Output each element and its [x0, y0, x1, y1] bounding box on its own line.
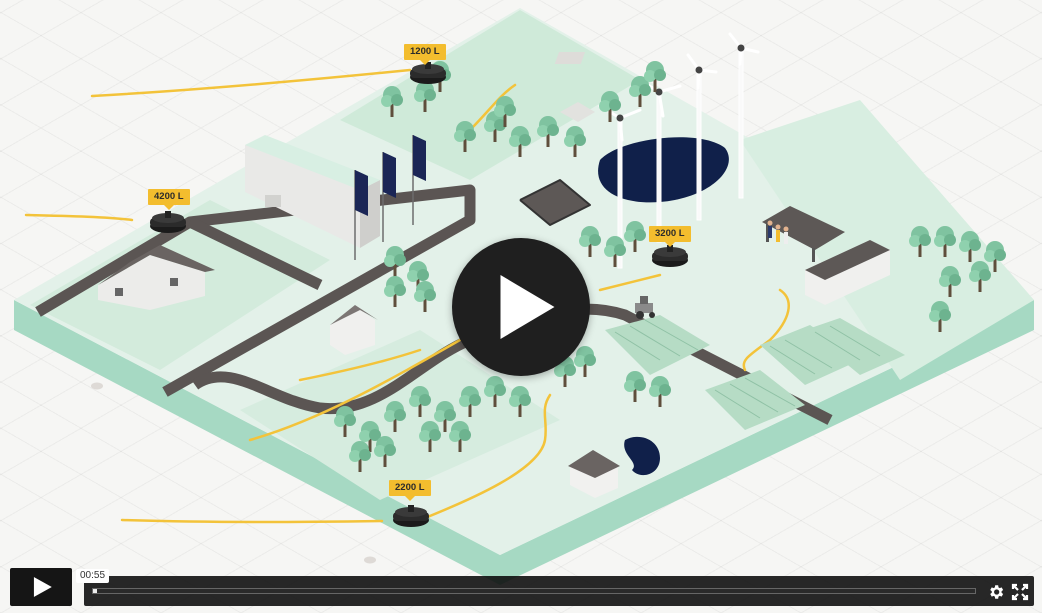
play-icon — [33, 577, 52, 597]
small-house — [330, 305, 378, 355]
lake — [598, 137, 729, 203]
pipes — [24, 68, 790, 524]
tank-label-3200: 3200 L — [649, 226, 691, 246]
pump-house — [568, 450, 620, 498]
tractor — [635, 296, 655, 319]
tank-label-1200: 1200 L — [404, 44, 446, 64]
row-houses — [98, 245, 215, 310]
progress-bar[interactable] — [92, 588, 976, 594]
tank-label-4200: 4200 L — [148, 189, 190, 209]
progress-fill — [93, 589, 98, 593]
fullscreen-icon — [1011, 583, 1029, 601]
farm-barn — [805, 240, 890, 305]
rooftop-block — [554, 52, 586, 64]
gear-icon — [990, 585, 1004, 599]
control-play-button[interactable] — [10, 568, 72, 606]
flagpoles — [354, 135, 426, 260]
ground-markers — [91, 382, 376, 564]
pond — [624, 436, 660, 476]
people — [767, 220, 789, 244]
tank-label-2200: 2200 L — [389, 480, 431, 500]
shed — [560, 102, 595, 122]
control-bar: 00:55 — [0, 566, 1042, 613]
current-time: 00:55 — [76, 569, 110, 583]
play-button[interactable] — [452, 238, 590, 376]
settings-button[interactable] — [987, 583, 1005, 601]
shelter — [762, 206, 845, 262]
crop-fields — [605, 315, 905, 430]
play-icon — [500, 275, 555, 339]
meadow — [740, 100, 1034, 380]
progress-panel — [84, 576, 1034, 606]
fullscreen-button[interactable] — [1011, 583, 1029, 601]
